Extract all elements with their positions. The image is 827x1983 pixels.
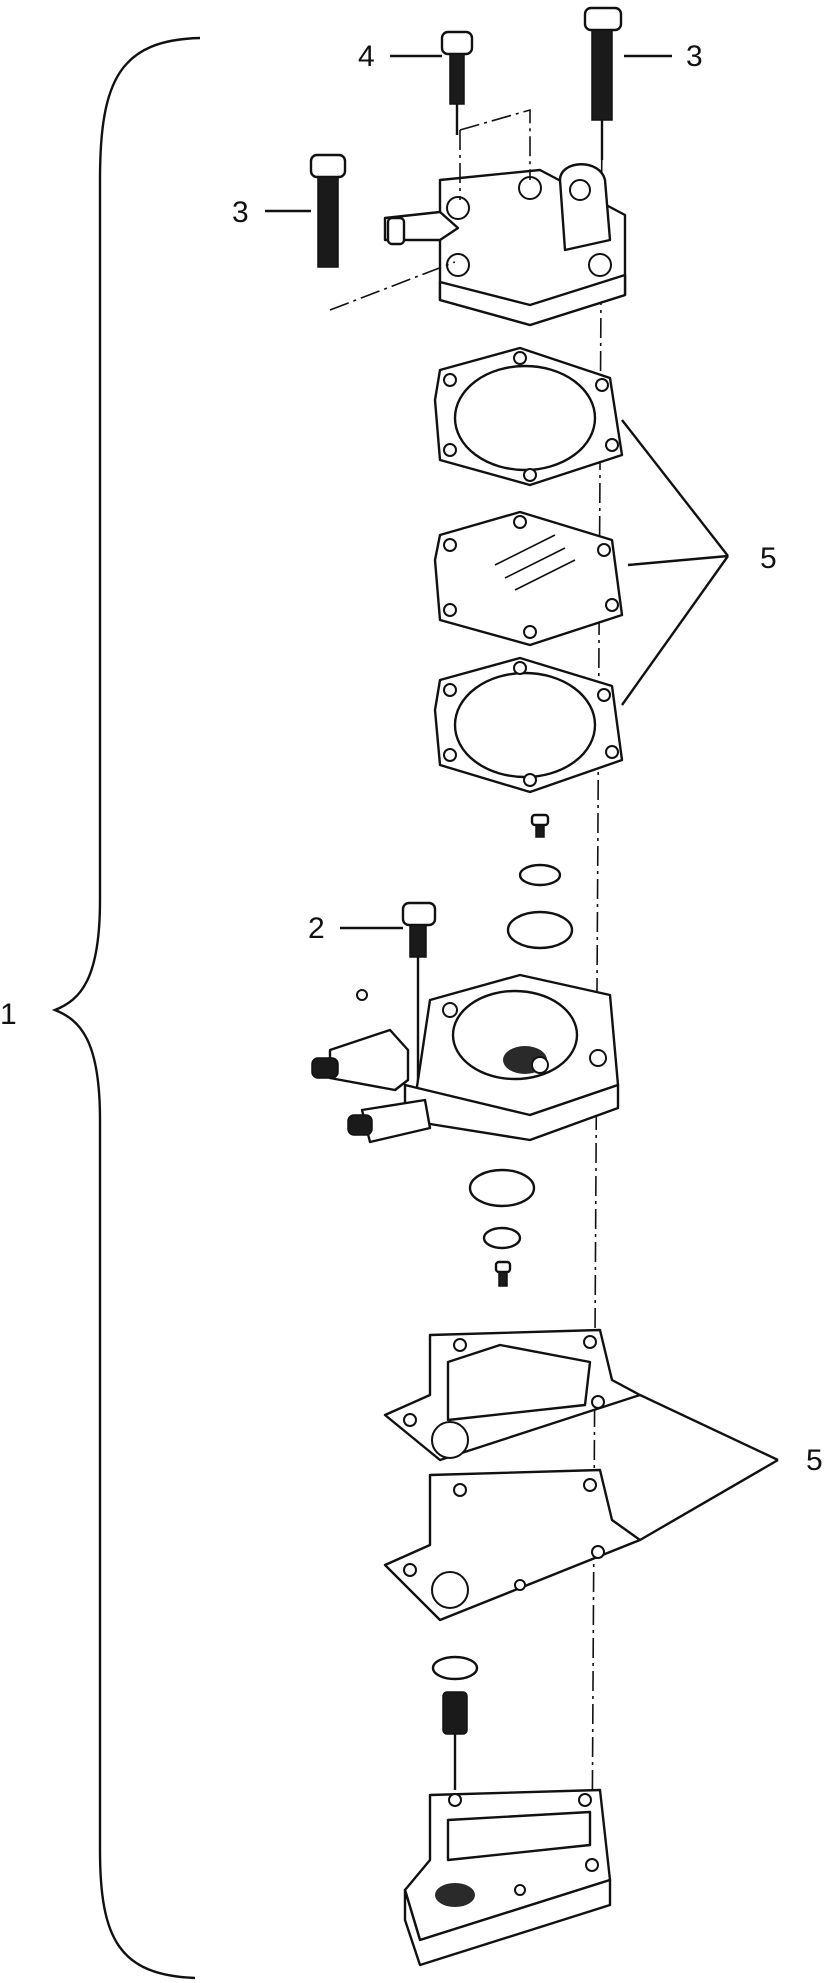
diaphragm-upper bbox=[433, 510, 624, 647]
gasket-lower-1 bbox=[383, 1328, 642, 1462]
callout-1: 1 bbox=[0, 998, 17, 1031]
gasket-upper-1 bbox=[433, 346, 624, 487]
screw-3-left bbox=[309, 153, 347, 268]
callout-5-upper: 5 bbox=[760, 542, 777, 575]
valve-screw-upper bbox=[530, 813, 550, 838]
check-valve-spring bbox=[442, 1691, 468, 1790]
screw-3-right bbox=[583, 6, 623, 160]
screw-2 bbox=[401, 901, 437, 1090]
pump-bottom-cover bbox=[403, 1788, 612, 1967]
screw-4 bbox=[440, 30, 474, 135]
pump-body bbox=[311, 973, 620, 1144]
callout-3-left: 3 bbox=[232, 196, 249, 229]
gasket-lower-2 bbox=[383, 1468, 642, 1622]
callout-5-lower: 5 bbox=[806, 1444, 823, 1477]
valve-screw-lower bbox=[494, 1260, 512, 1287]
valve-washer-lower bbox=[482, 1226, 522, 1250]
valve-disc-upper bbox=[506, 910, 574, 950]
check-valve-disc bbox=[431, 1655, 479, 1681]
callout-4: 4 bbox=[358, 40, 375, 73]
assembly-brace bbox=[51, 36, 201, 1980]
valve-washer-upper bbox=[518, 863, 562, 887]
callout-2: 2 bbox=[308, 912, 325, 945]
pump-top-cover bbox=[329, 108, 627, 327]
leader-5-upper bbox=[621, 419, 729, 706]
leader-5-lower bbox=[639, 1393, 779, 1542]
valve-disc-lower bbox=[468, 1168, 536, 1208]
gasket-upper-2 bbox=[433, 656, 624, 794]
callout-3-top: 3 bbox=[686, 40, 703, 73]
